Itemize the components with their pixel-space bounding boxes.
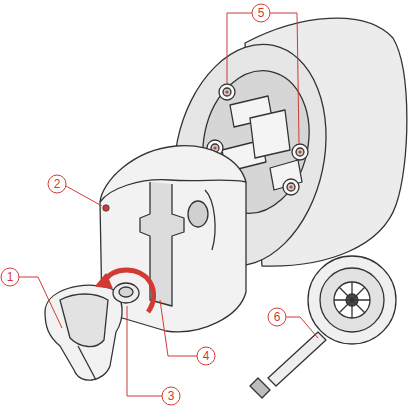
adapter-edge xyxy=(100,180,246,202)
rotation-arrow xyxy=(104,270,154,312)
adapter-hole xyxy=(188,201,208,227)
callout-text: 5 xyxy=(258,7,265,19)
callout-number: 3 xyxy=(162,387,180,405)
callout-text: 3 xyxy=(168,390,175,402)
leaders xyxy=(1,4,318,405)
callout-text: 4 xyxy=(203,350,210,362)
key-shaft xyxy=(268,332,326,386)
knob-top xyxy=(119,287,133,297)
callout-number: 4 xyxy=(197,347,215,365)
key-face xyxy=(320,268,384,332)
rotation-arrowhead xyxy=(96,274,112,288)
clamp xyxy=(45,285,122,380)
callout-number: 1 xyxy=(1,268,19,286)
callout-text: 6 xyxy=(274,311,281,323)
callout-text: 2 xyxy=(54,178,61,190)
key-tip xyxy=(250,378,270,398)
adapter-slot xyxy=(140,182,184,306)
key-emblem xyxy=(334,282,370,318)
clamp-edge xyxy=(78,346,96,380)
adapter-screw xyxy=(103,205,109,211)
knob xyxy=(113,283,139,303)
callout-number: 2 xyxy=(48,175,66,193)
callout-number: 5 xyxy=(252,4,270,22)
callout-number: 6 xyxy=(268,308,286,326)
key-head xyxy=(308,256,396,344)
clamp-inner xyxy=(60,294,108,347)
callout-text: 1 xyxy=(7,271,14,283)
